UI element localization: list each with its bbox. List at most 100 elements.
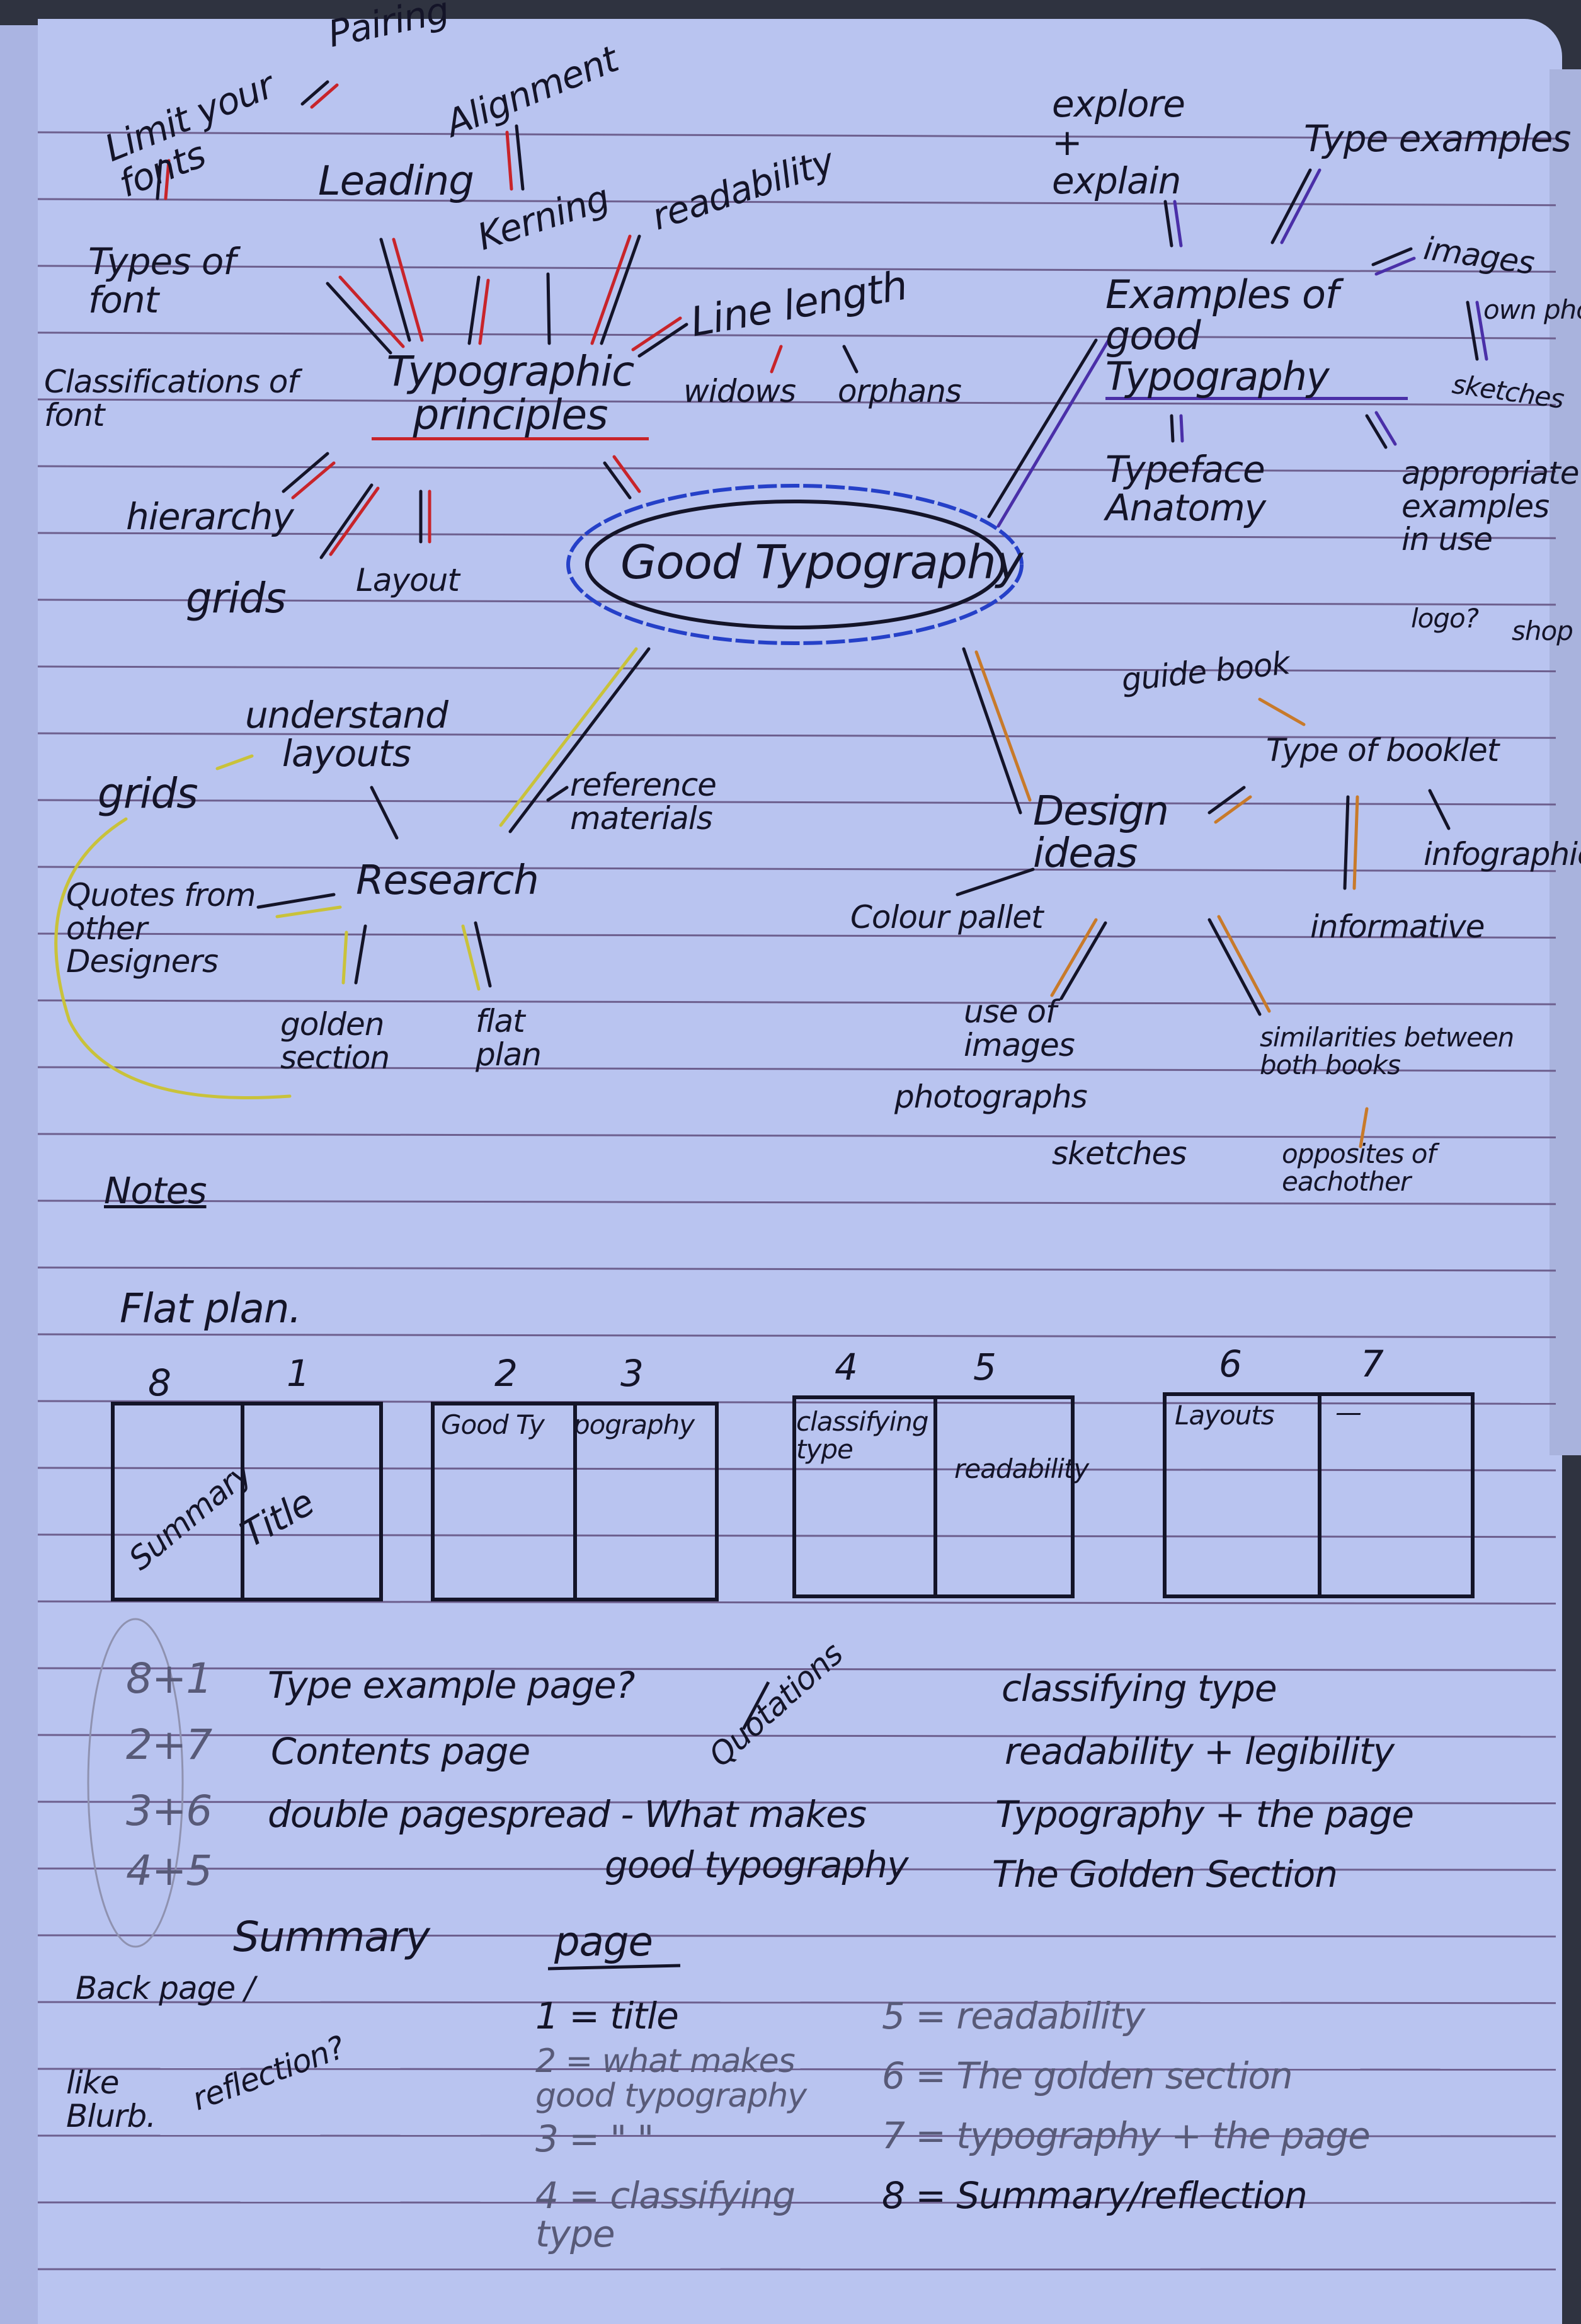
connector	[590, 234, 632, 345]
example-item: own photos	[1483, 294, 1581, 325]
pair-description: double pagespread - What makes	[268, 1793, 867, 1836]
connector	[1374, 411, 1397, 446]
page-label: pography	[573, 1409, 695, 1440]
connector	[392, 238, 424, 342]
ruled-line	[37, 866, 1556, 873]
connector	[1374, 256, 1416, 276]
pages-heading: page	[554, 1919, 653, 1966]
page-number: 2	[494, 1352, 518, 1395]
research-item: Quotes from other Designers	[66, 877, 256, 980]
connector	[1170, 414, 1175, 443]
example-item: explore + explain	[1052, 83, 1185, 202]
principles-title: Typographic principles	[372, 350, 649, 440]
research-title: Research	[356, 857, 539, 904]
design-item: photographs	[894, 1079, 1088, 1115]
pair-description: good typography	[605, 1843, 909, 1886]
next-page-edge	[1550, 69, 1581, 1455]
design-item: Colour pallet	[850, 899, 1044, 936]
research-bracket	[54, 817, 292, 1099]
pair-number: 8+1	[126, 1654, 212, 1703]
connector	[612, 455, 641, 493]
ruled-line	[37, 1667, 1556, 1671]
design-item: opposites of eachother	[1282, 1138, 1436, 1198]
research-item: golden section	[280, 1006, 390, 1076]
connector	[300, 80, 329, 106]
page-number: 6	[1219, 1342, 1242, 1385]
connector	[1258, 697, 1306, 726]
pair-number: 2+7	[126, 1720, 212, 1769]
connector	[1207, 918, 1262, 1016]
connector	[474, 921, 492, 988]
connector	[1359, 1107, 1369, 1148]
connector	[1050, 918, 1098, 997]
connector	[256, 893, 336, 909]
pair-number: 4+5	[126, 1846, 212, 1895]
connector	[1270, 168, 1312, 244]
connector	[461, 924, 481, 991]
center-cloud	[566, 484, 1024, 645]
ruled-line	[37, 1400, 1556, 1405]
connector	[1179, 414, 1184, 443]
principle-item: Layout	[356, 562, 460, 598]
connector	[508, 647, 651, 833]
page-label: Layouts	[1175, 1400, 1275, 1431]
connector	[1343, 795, 1350, 890]
ruled-line	[37, 465, 1556, 472]
ruled-line	[37, 532, 1556, 539]
pages-underline	[547, 1964, 681, 1971]
connector	[956, 867, 1035, 896]
research-item: flat plan	[476, 1003, 542, 1073]
design-connectors	[956, 647, 1451, 1148]
page-number: 7	[1361, 1342, 1384, 1385]
page-label: classifying type	[796, 1406, 929, 1465]
principle-item: Classifications of font	[44, 363, 299, 433]
like-blurb-label: like Blurb.	[66, 2064, 156, 2134]
quotations-line	[741, 1681, 770, 1731]
connector	[326, 282, 392, 355]
connector	[1466, 301, 1479, 361]
ruled-line	[37, 1934, 1556, 1938]
examples-connectors	[987, 168, 1488, 528]
connector	[546, 272, 551, 345]
page-number: 8	[148, 1361, 171, 1404]
page-assignment: 8 = Summary/reflection	[882, 2174, 1308, 2217]
page-assignment: 3 = " "	[535, 2117, 654, 2160]
ruled-line	[37, 1133, 1556, 1138]
principle-item: Types of font	[88, 240, 236, 321]
principle-item: hierarchy	[126, 495, 294, 538]
pair-description: Type example page?	[268, 1664, 635, 1707]
page-number: 1	[287, 1352, 310, 1395]
principle-item: Leading	[318, 158, 474, 205]
connector	[156, 159, 163, 200]
connector	[770, 345, 783, 374]
ruled-line	[37, 2201, 1556, 2204]
connector	[974, 650, 1032, 802]
previous-page-edge	[0, 25, 38, 2324]
ruled-line	[37, 1600, 1556, 1605]
connector	[379, 238, 411, 342]
pair-description: Contents page	[271, 1730, 530, 1773]
connector	[1352, 795, 1359, 890]
connector	[842, 345, 859, 374]
design-item: similarities between both books	[1260, 1022, 1514, 1081]
ruled-line	[37, 1066, 1556, 1072]
connector	[600, 234, 641, 345]
ruled-line	[37, 1199, 1556, 1205]
ruled-line	[37, 1800, 1556, 1804]
connector	[1173, 200, 1183, 248]
connector	[546, 786, 569, 802]
page-assignment: 1 = title	[535, 1995, 679, 2037]
connector	[370, 786, 399, 840]
topic-item: readability + legibility	[1005, 1730, 1395, 1773]
connector	[515, 124, 525, 191]
connector	[338, 275, 405, 348]
design-item: informative	[1310, 908, 1485, 945]
page-assignment: 4 = classifying type	[535, 2174, 796, 2255]
summary-label: Summary	[233, 1913, 430, 1961]
page-number: 3	[620, 1352, 644, 1395]
connector	[291, 461, 336, 500]
center-topic: Good Typography	[620, 535, 1024, 590]
connector	[1428, 789, 1451, 830]
principle-item: widows	[683, 373, 796, 409]
